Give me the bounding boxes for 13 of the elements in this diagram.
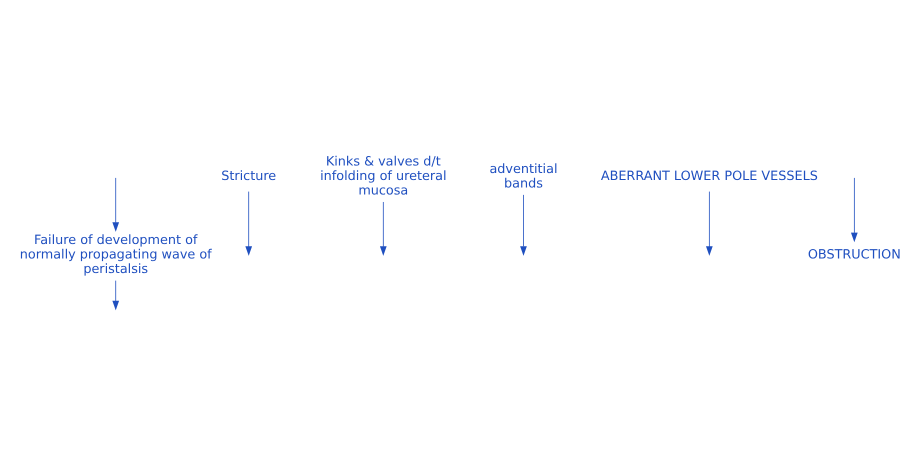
node-text: OBSTRUCTION <box>808 247 901 262</box>
arrow <box>380 201 387 256</box>
arrow <box>112 177 120 232</box>
node-text: Failure of development of normally propagating wave of peristalsis <box>20 232 212 277</box>
arrow <box>850 177 858 242</box>
node-text: adventitial bands <box>489 161 558 191</box>
arrow <box>706 190 713 256</box>
arrow <box>520 194 527 256</box>
node-text: ABERRANT LOWER POLE VESSELS <box>600 168 818 184</box>
node-text: Stricture <box>221 168 276 184</box>
node-text: Kinks & valves d/t infolding of ureteral mucosa <box>320 154 447 198</box>
arrow <box>245 190 252 256</box>
arrow <box>112 280 120 310</box>
